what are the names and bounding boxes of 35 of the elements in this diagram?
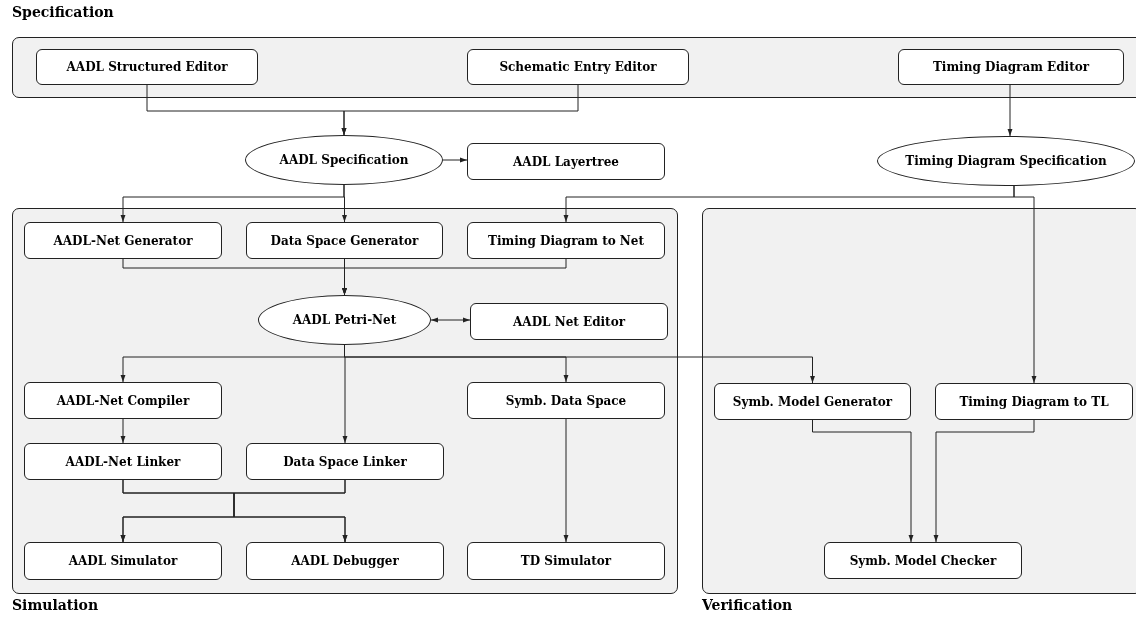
connector-arrow [430,317,471,323]
process-box: AADL Debugger [246,542,444,580]
process-box: Timing Diagram Editor [898,49,1124,85]
connector-arrow [233,479,348,543]
process-box: Symb. Model Checker [824,542,1022,579]
connector-arrow [812,419,914,543]
data-ellipse: Timing Diagram Specification [877,136,1135,186]
panel-heading: Specification [12,4,114,20]
process-box: AADL Simulator [24,542,222,580]
process-box: TD Simulator [467,542,665,580]
connector-arrow [933,419,1035,543]
process-box: Timing Diagram to Net [467,222,665,259]
process-box: AADL-Net Generator [24,222,222,259]
process-box: Symb. Model Generator [714,383,911,420]
connector-arrow [120,418,126,444]
connector-arrow [342,258,567,296]
process-box: Data Space Linker [246,443,444,480]
process-box: AADL Structured Editor [36,49,258,85]
connector-arrow [341,84,579,136]
process-box: AADL-Net Linker [24,443,222,480]
process-box: AADL-Net Compiler [24,382,222,419]
process-box: AADL Net Editor [470,303,668,340]
connector-arrow [1013,185,1037,384]
process-box: Timing Diagram to TL [935,383,1133,420]
panel-heading: Verification [702,597,793,613]
process-box: AADL Layertree [467,143,665,180]
data-ellipse: AADL Specification [245,135,443,185]
process-box: Symb. Data Space [467,382,665,419]
connector-arrow [442,157,468,163]
connector-arrow [563,418,569,543]
panel-heading: Simulation [12,597,99,613]
process-box: Schematic Entry Editor [467,49,689,85]
connector-arrow [342,184,347,223]
process-box: Data Space Generator [246,222,443,259]
connector-arrow [1007,84,1013,137]
